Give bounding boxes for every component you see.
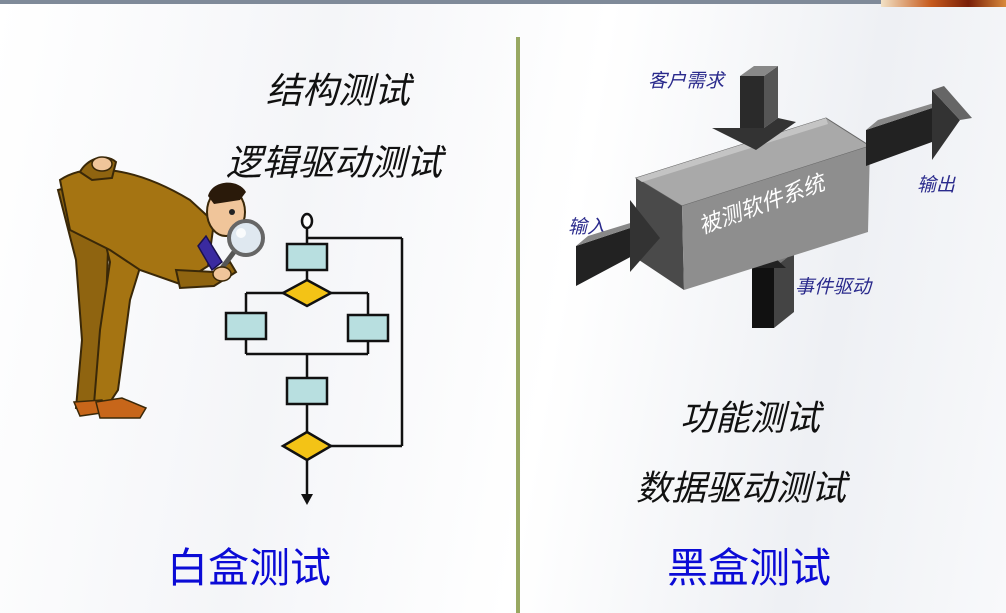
- top-border: [0, 0, 1006, 4]
- arrow-customer-needs: [712, 66, 796, 150]
- black-box-line1: 功能测试: [680, 399, 821, 439]
- column-divider: [516, 37, 520, 613]
- white-box-line2: 逻辑驱动测试: [226, 143, 443, 184]
- black-box-title: 黑盒测试: [667, 544, 831, 592]
- software-box: [634, 117, 872, 290]
- black-box-line2: 数据驱动测试: [636, 469, 847, 509]
- label-output: 输出: [917, 174, 956, 196]
- label-input: 输入: [568, 216, 607, 238]
- corner-ornament: [881, 0, 1006, 7]
- arrow-input: [576, 200, 660, 286]
- arrow-output: [866, 86, 972, 166]
- label-customer-needs: 客户需求: [648, 70, 725, 92]
- white-box-title: 白盒测试: [167, 544, 331, 592]
- white-box-line1: 结构测试: [266, 71, 411, 112]
- label-event-driven: 事件驱动: [795, 276, 872, 298]
